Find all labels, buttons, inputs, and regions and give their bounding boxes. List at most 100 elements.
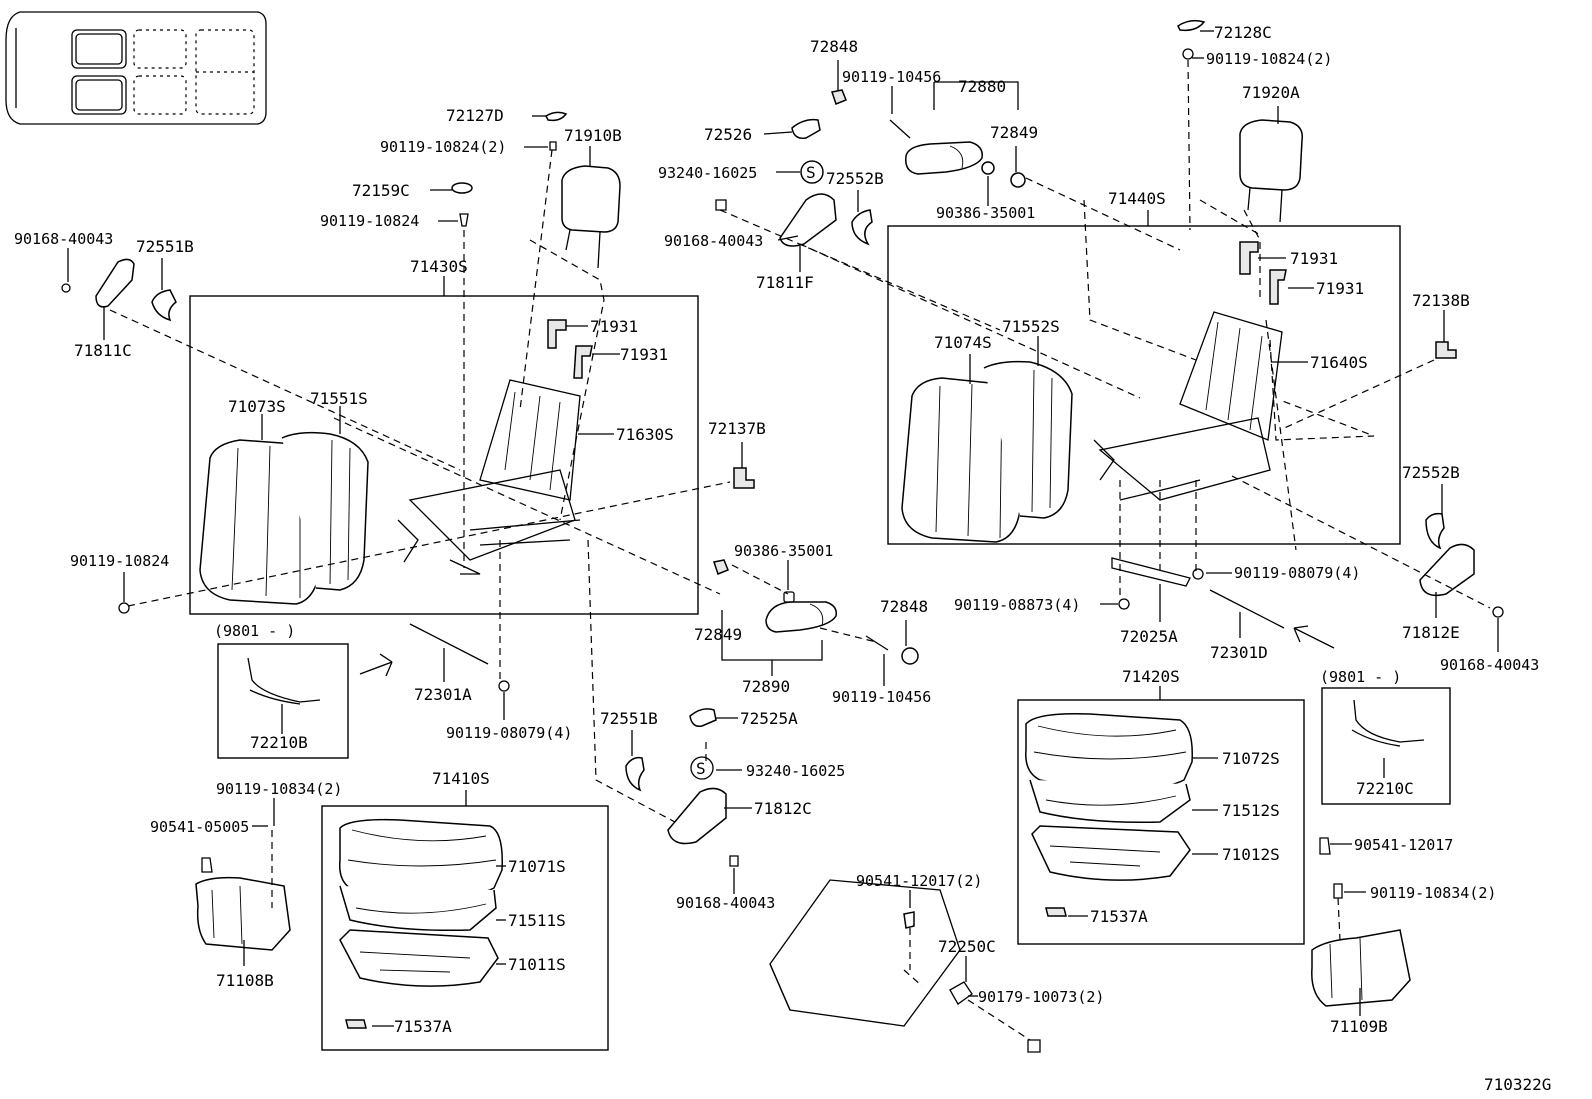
part-label: 72137B <box>708 419 766 438</box>
armrest-72880 <box>831 81 1026 188</box>
part-label: 71931 <box>1290 249 1338 268</box>
part-label: 90386-35001 <box>936 204 1035 222</box>
hinge-cover-71812c <box>625 708 739 867</box>
part-label: 90119-10834(2) <box>1370 884 1496 902</box>
part-label: 72551B <box>136 237 194 256</box>
seat-cushion-right <box>1025 712 1193 917</box>
part-label: 71811C <box>74 341 132 360</box>
part-label: 71910B <box>564 126 622 145</box>
part-label: 71511S <box>508 911 566 930</box>
part-label: 71811F <box>756 273 814 292</box>
part-label: 90168-40043 <box>664 232 763 250</box>
part-label: 72127D <box>446 106 504 125</box>
part-label: 90119-10456 <box>832 688 931 706</box>
part-label: 71630S <box>616 425 674 444</box>
part-label: 71430S <box>410 257 468 276</box>
seat-back-cushion-left <box>199 431 369 605</box>
s-symbol-bottom: S <box>696 759 706 778</box>
part-label: 71410S <box>432 769 490 788</box>
part-label: 72849 <box>990 123 1038 142</box>
part-label: 72890 <box>742 677 790 696</box>
part-label: 90119-10824 <box>70 552 169 570</box>
part-label: 72301D <box>1210 643 1268 662</box>
arrow-left <box>359 653 393 677</box>
seat-cushion-left <box>338 818 503 1029</box>
part-label: 71011S <box>508 955 566 974</box>
part-label: 72552B <box>1402 463 1460 482</box>
part-label: 90119-08873(4) <box>954 596 1080 614</box>
cable-72210b <box>247 657 321 705</box>
seat-back-cushion-right <box>901 360 1073 543</box>
part-label: 71640S <box>1310 353 1368 372</box>
part-label: 72250C <box>938 937 996 956</box>
part-label: 72525A <box>740 709 798 728</box>
vehicle-layout-thumbnail <box>5 11 267 125</box>
part-label: 72138B <box>1412 291 1470 310</box>
part-label: 90541-12017 <box>1354 836 1453 854</box>
part-label: 71931 <box>590 317 638 336</box>
part-label: 90168-40043 <box>14 230 113 248</box>
leader-lines <box>67 30 1499 1027</box>
headrest-right <box>1239 119 1303 223</box>
part-label: 71552S <box>1002 317 1060 336</box>
range-label-right: (9801 - ) <box>1320 668 1401 686</box>
part-label: 71920A <box>1242 83 1300 102</box>
part-label: 72552B <box>826 169 884 188</box>
part-label: 90386-35001 <box>734 542 833 560</box>
part-label: 71012S <box>1222 845 1280 864</box>
small-hardware-left <box>61 111 755 692</box>
cushion-assembly-box-right <box>1017 699 1305 945</box>
part-label: 90541-12017(2) <box>856 872 982 890</box>
side-cover-71109b <box>1311 837 1411 1007</box>
part-label: 71108B <box>216 971 274 990</box>
part-label: 90119-10834(2) <box>216 780 342 798</box>
part-label: 71071S <box>508 857 566 876</box>
part-label: 72025A <box>1120 627 1178 646</box>
side-cover-71108b <box>195 830 291 951</box>
seat-back-assembly-box-right <box>887 225 1401 545</box>
part-label: 72159C <box>352 181 410 200</box>
part-label: 72128C <box>1214 23 1272 42</box>
s-symbol-text: S <box>806 163 816 182</box>
part-label: 71931 <box>1316 279 1364 298</box>
headrest-left <box>561 165 621 269</box>
part-label: 71420S <box>1122 667 1180 686</box>
part-label: 90119-10824 <box>320 212 419 230</box>
armrest-72890 <box>713 559 919 665</box>
part-label: 90119-10824(2) <box>380 138 506 156</box>
part-label: 90179-10073(2) <box>978 988 1104 1006</box>
part-label: 90541-05005 <box>150 818 249 836</box>
part-label: 71073S <box>228 397 286 416</box>
part-label: 71512S <box>1222 801 1280 820</box>
small-hardware-right <box>1111 19 1504 629</box>
part-label: 90168-40043 <box>676 894 775 912</box>
arrow-right <box>1293 625 1335 649</box>
s-symbol-top: S <box>800 160 824 184</box>
part-label: 72849 <box>694 625 742 644</box>
cable-72301a <box>409 623 489 665</box>
part-label: 90119-10456 <box>842 68 941 86</box>
part-label: 72526 <box>704 125 752 144</box>
part-label: 71072S <box>1222 749 1280 768</box>
part-label: 71931 <box>620 345 668 364</box>
part-label: 93240-16025 <box>658 164 757 182</box>
part-label: 72848 <box>880 597 928 616</box>
cable-box-right <box>1321 687 1451 805</box>
hinge-cover-71811f <box>715 118 1141 399</box>
cushion-assembly-box-left <box>321 805 609 1051</box>
part-label: 71537A <box>394 1017 452 1036</box>
part-label: 71440S <box>1108 189 1166 208</box>
part-label: 72848 <box>810 37 858 56</box>
cable-box-left <box>217 643 349 759</box>
part-label: 90119-08079(4) <box>1234 564 1360 582</box>
part-label: 90119-08079(4) <box>446 724 572 742</box>
guide-lines-right <box>1025 59 1491 609</box>
part-label: 90168-40043 <box>1440 656 1539 674</box>
part-label: 71812C <box>754 799 812 818</box>
part-label: 72880 <box>958 77 1006 96</box>
part-label: 72210C <box>1356 779 1414 798</box>
part-label: 71812E <box>1402 623 1460 642</box>
part-label: 71537A <box>1090 907 1148 926</box>
seat-frame-right <box>1093 311 1283 501</box>
